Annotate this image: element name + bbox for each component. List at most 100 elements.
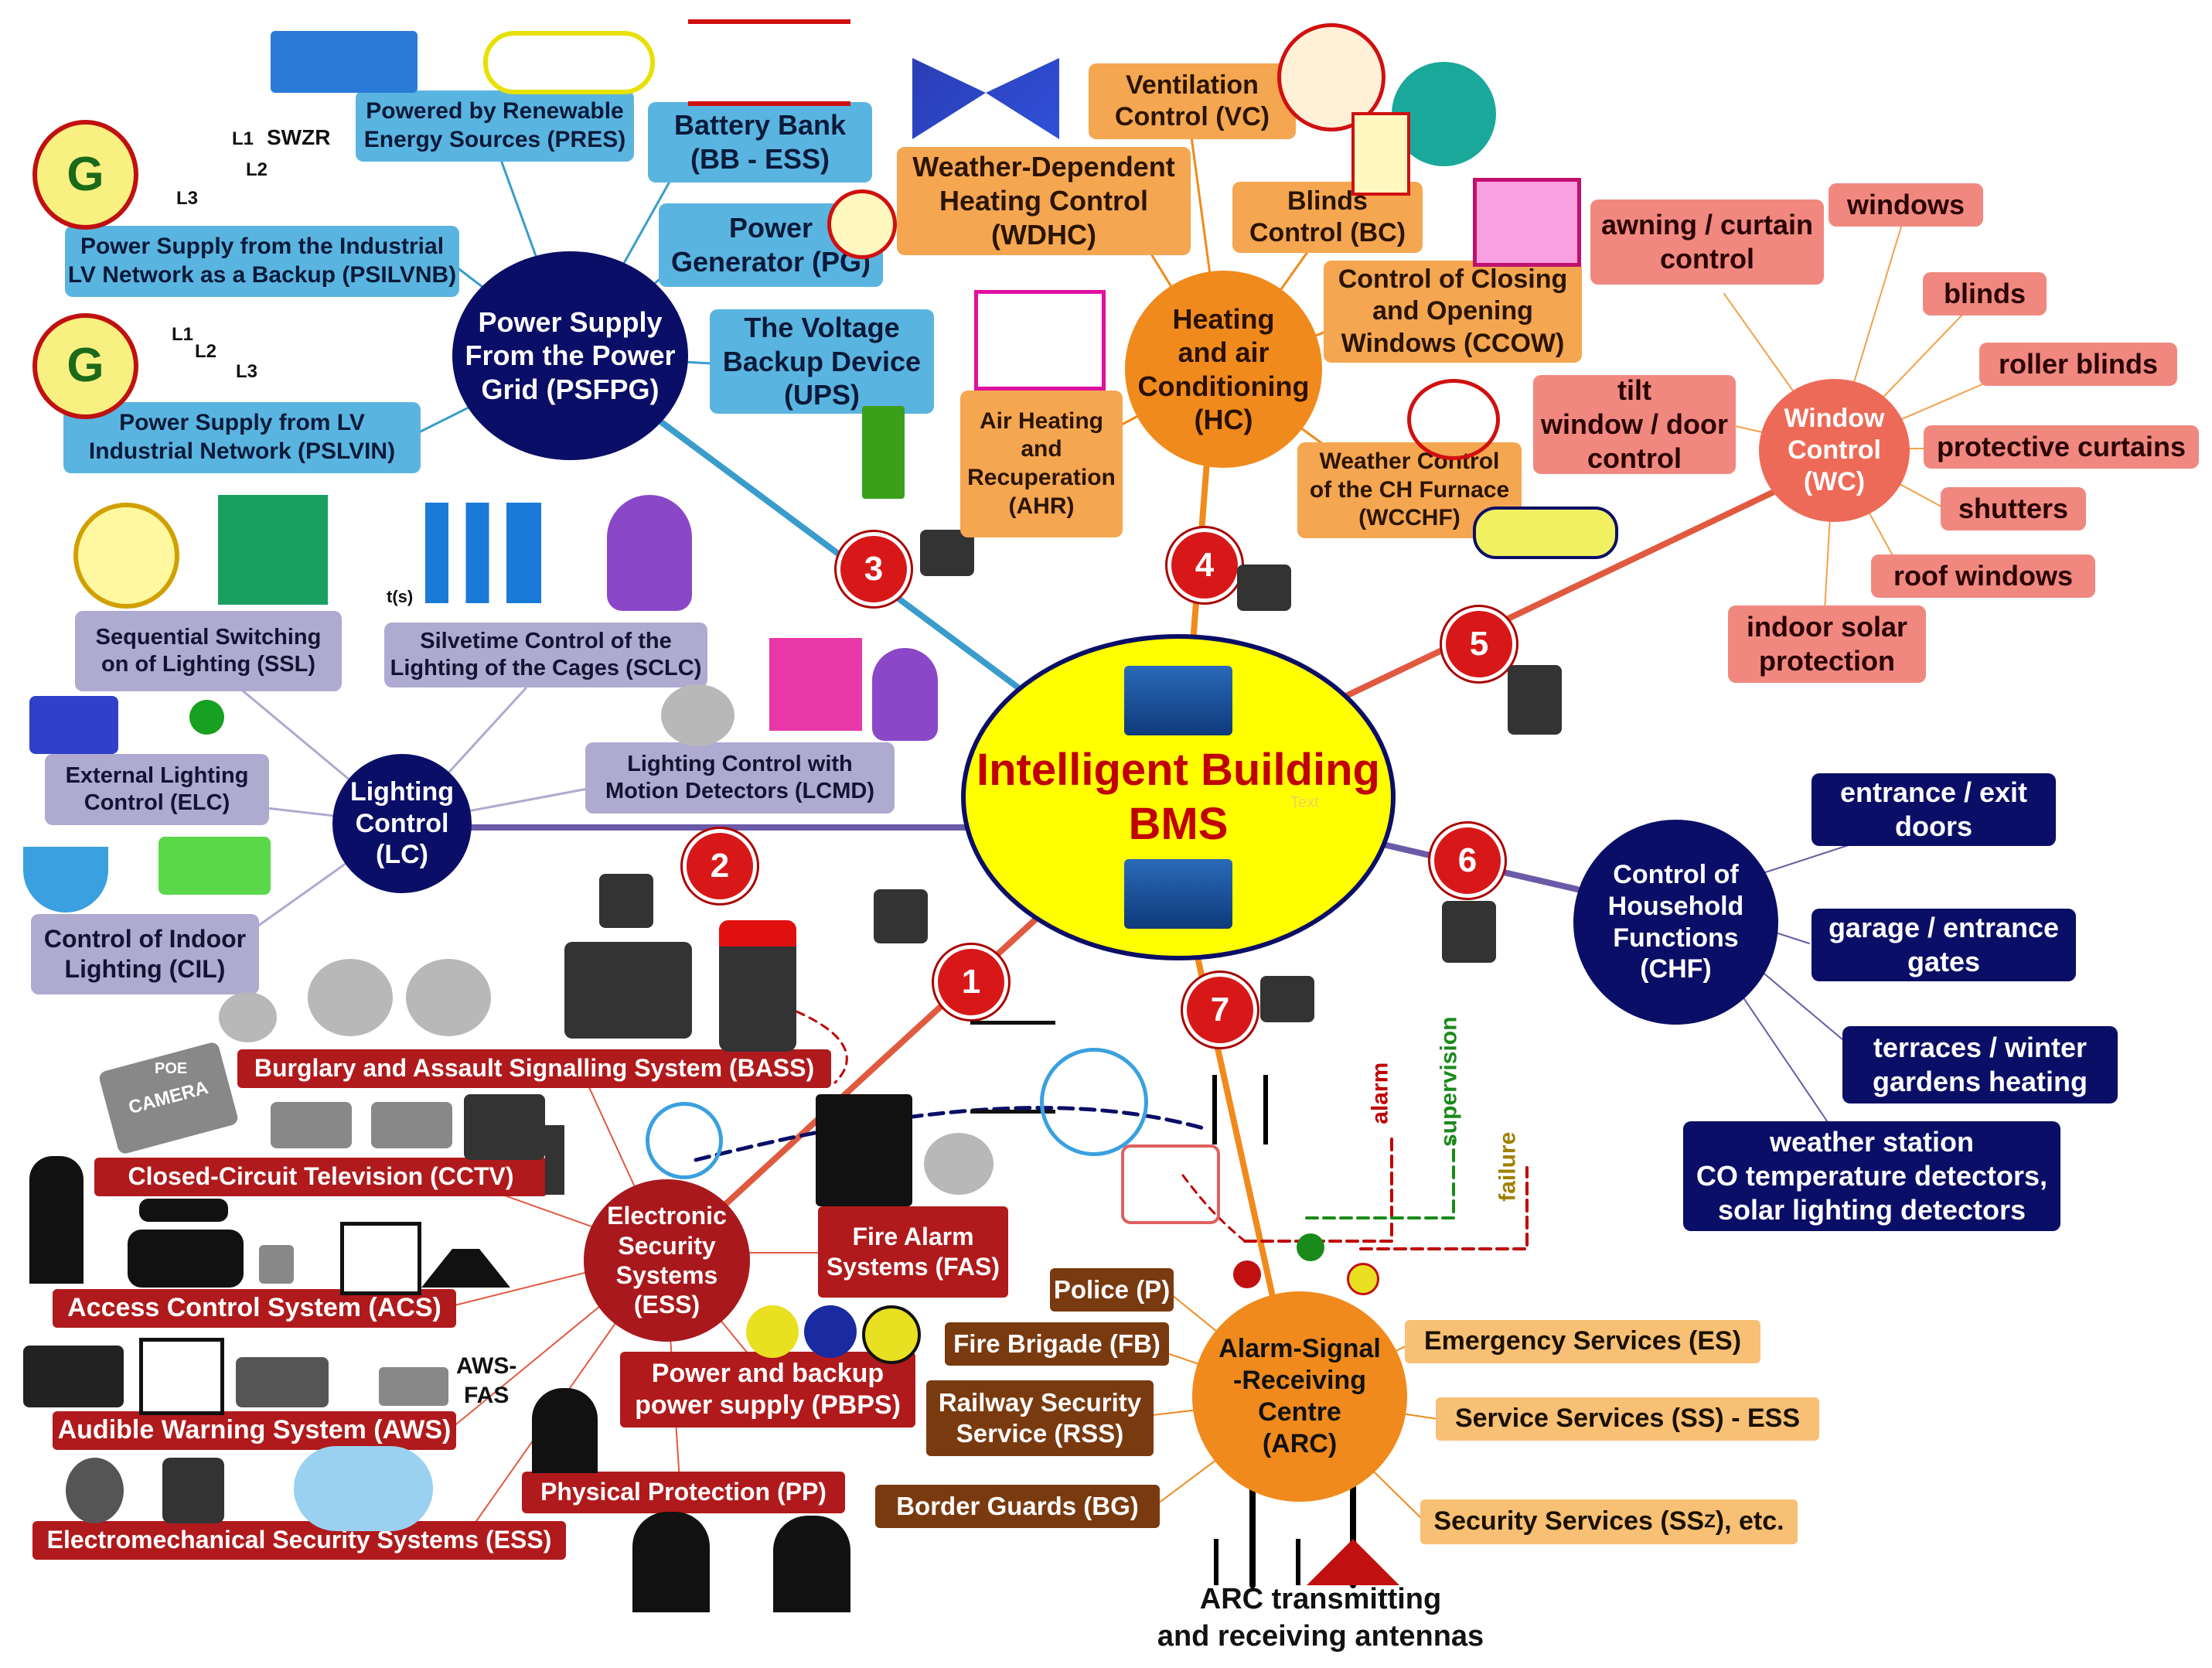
windows-box[interactable]: windows (1829, 183, 1983, 227)
l1-label: L1 (172, 324, 194, 345)
guard-icon (773, 1516, 850, 1612)
protective-curtains-box[interactable]: protective curtains (1924, 425, 2199, 469)
l1-label: L1 (232, 128, 254, 149)
household-hub[interactable]: Control of Household Functions (CHF) (1573, 820, 1778, 1025)
lock-icon (1237, 565, 1291, 611)
window-control-hub[interactable]: Window Control (WC) (1759, 379, 1910, 522)
police-box[interactable]: Police (P) (1050, 1268, 1174, 1312)
psilvnb-box[interactable]: Power Supply from the Industrial LV Netw… (65, 226, 459, 297)
ssz-subscript: Z (1704, 1511, 1716, 1533)
arc-hub[interactable]: Alarm-Signal -Receiving Centre (ARC) (1192, 1291, 1407, 1502)
rss-box[interactable]: Railway Security Service (RSS) (926, 1380, 1154, 1456)
ess-box[interactable]: Electromechanical Security Systems (ESS) (32, 1521, 566, 1560)
siren-icon (545, 1125, 564, 1195)
cil-box[interactable]: Control of Indoor Lighting (CIL) (31, 914, 259, 994)
l2-label: L2 (246, 159, 268, 180)
dome-camera-icon (924, 1133, 994, 1195)
key-icon (139, 1199, 228, 1222)
emergency-services-box[interactable]: Emergency Services (ES) (1405, 1320, 1760, 1363)
pp-box[interactable]: Physical Protection (PP) (522, 1472, 845, 1513)
pres-box[interactable]: Powered by Renewable Energy Sources (PRE… (356, 90, 634, 162)
lcmd-box[interactable]: Lighting Control with Motion Detectors (… (585, 742, 895, 814)
receiver-icon (1212, 1075, 1268, 1144)
badge-7: 7 (1183, 973, 1257, 1047)
center-title: Intelligent Building (976, 745, 1380, 796)
power-grid-hub[interactable]: Power Supply From the Power Grid (PSFPG) (452, 251, 688, 460)
supervision-indicator-icon (1297, 1233, 1324, 1261)
fas-box[interactable]: Fire Alarm Systems (FAS) (818, 1206, 1008, 1298)
sclc-box[interactable]: Silvetime Control of the Lighting of the… (384, 623, 707, 687)
badge-4: 4 (1167, 528, 1242, 602)
battery-bank-box[interactable]: Battery Bank (BB - ESS) (648, 102, 872, 182)
bass-box[interactable]: Burglary and Assault Signalling System (… (237, 1049, 831, 1088)
gates-box[interactable]: garage / entrance gates (1812, 909, 2076, 981)
bulb-code-icon (218, 495, 328, 605)
heat-exchanger-icon (974, 290, 1106, 391)
indoor-solar-box[interactable]: indoor solar protection (1728, 605, 1926, 683)
alarm-clock-icon (73, 503, 179, 609)
doors-box[interactable]: entrance / exit doors (1812, 773, 2056, 846)
fan-icon (1277, 23, 1385, 131)
tilt-window-box[interactable]: tilt window / door control (1533, 374, 1736, 474)
cctv-box[interactable]: Closed-Circuit Television (CCTV) (94, 1158, 547, 1196)
badge-6: 6 (1430, 824, 1505, 898)
ahr-box[interactable]: Air Heating and Recuperation (AHR) (960, 391, 1123, 537)
router-icon (236, 1357, 329, 1407)
building-window-icon (1351, 112, 1410, 196)
camera-icon (29, 696, 118, 754)
badge-5: 5 (1442, 607, 1516, 681)
burner-icon (1473, 507, 1618, 559)
ccow-box[interactable]: Control of Closing and Opening Windows (… (1324, 261, 1582, 363)
l3-label: L3 (176, 188, 199, 209)
radio-tower-icon (421, 1210, 510, 1288)
ups-box[interactable]: The Voltage Backup Device (UPS) (710, 309, 934, 414)
acs-box[interactable]: Access Control System (ACS) (53, 1289, 456, 1328)
lighting-hub[interactable]: Lighting Control (LC) (332, 754, 472, 893)
battery-icon (688, 19, 850, 106)
roof-windows-box[interactable]: roof windows (1871, 554, 2095, 598)
pslvin-box[interactable]: Power Supply from LV Industrial Network … (63, 402, 421, 473)
security-hub[interactable]: Electronic Security Systems (ESS) (584, 1179, 750, 1342)
weather-station-box[interactable]: weather station CO temperature detectors… (1683, 1121, 2060, 1231)
alarm-indicator-icon (1233, 1260, 1261, 1288)
combination-lock-icon (66, 1458, 124, 1523)
antenna-icon (1214, 1539, 1300, 1585)
failure-signal-label: failure (1495, 1131, 1521, 1202)
ssl-box[interactable]: Sequential Switching on of Lighting (SSL… (75, 611, 342, 691)
dome-camera-icon (661, 684, 734, 746)
furnace-icon (1407, 379, 1500, 460)
center-hub[interactable]: Intelligent Building BMS Text (961, 634, 1396, 960)
bar-chart-icon (425, 503, 541, 603)
sun-cloud-icon (483, 31, 655, 94)
minus-icon (804, 1305, 857, 1358)
wcchf-box[interactable]: Weather Control of the CH Furnace (WCCHF… (1297, 442, 1522, 538)
shutters-box[interactable]: shutters (1941, 487, 2086, 530)
wdhc-box[interactable]: Weather-Dependent Heating Control (WDHC) (897, 147, 1191, 255)
blinds-box[interactable]: blinds (1923, 272, 2047, 316)
alarm-beacon-icon (719, 920, 796, 1052)
roller-blinds-box[interactable]: roller blinds (1979, 343, 2177, 386)
bulb-icon (607, 495, 692, 611)
network-icon (1121, 1144, 1220, 1224)
awning-curtain-box[interactable]: awning / curtain control (1590, 200, 1824, 285)
border-guards-box[interactable]: Border Guards (BG) (875, 1485, 1160, 1528)
terraces-box[interactable]: terraces / winter gardens heating (1842, 1026, 2118, 1103)
service-services-box[interactable]: Service Services (SS) - ESS (1436, 1397, 1819, 1441)
hvac-hub[interactable]: Heating and air Conditioning (HC) (1125, 271, 1322, 468)
flashlight-icon (158, 837, 271, 895)
computer-icon (340, 1222, 421, 1295)
padlock-icon (259, 1245, 294, 1284)
elc-box[interactable]: External Lighting Control (ELC) (45, 754, 269, 825)
fire-panel-icon (816, 1094, 912, 1206)
ventilation-box[interactable]: Ventilation Control (VC) (1089, 63, 1296, 139)
lock-icon (920, 530, 974, 576)
generator-g-icon: G (32, 313, 138, 419)
sensor-icon (189, 700, 224, 735)
pbps-box[interactable]: Power and backup power supply (PBPS) (620, 1352, 915, 1428)
aws-box[interactable]: Audible Warning System (AWS) (53, 1411, 456, 1450)
center-watermark: Text (1290, 794, 1319, 811)
speaker-icon (139, 1338, 224, 1415)
fire-brigade-box[interactable]: Fire Brigade (FB) (945, 1322, 1169, 1366)
